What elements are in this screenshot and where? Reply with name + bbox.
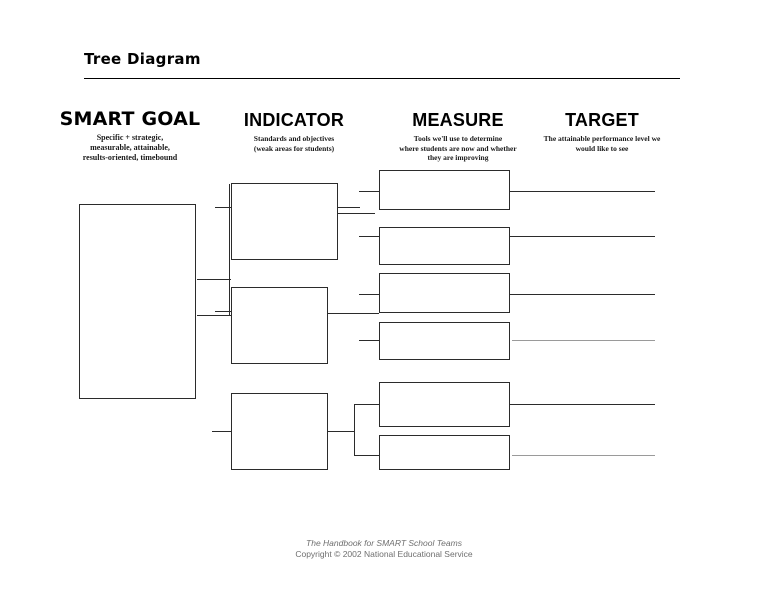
column-title-target: TARGET <box>565 110 639 130</box>
indicator-box-3[interactable] <box>231 393 328 470</box>
indicator-box-2[interactable] <box>231 287 328 364</box>
connector-goal-trunk <box>197 315 231 317</box>
column-header-target: TARGET The attainable performance level … <box>520 110 684 153</box>
column-header-indicator: INDICATOR Standards and objectives (weak… <box>214 110 374 153</box>
column-subtitle-target: The attainable performance level we woul… <box>543 134 661 153</box>
page-title: Tree Diagram <box>84 50 201 68</box>
indicator-box-1[interactable] <box>231 183 338 260</box>
column-subtitle-smart-goal: Specific + strategic, measurable, attain… <box>82 133 178 162</box>
connector-indicator-1-out-lower <box>338 213 375 215</box>
footer-source-title: The Handbook for SMART School Teams <box>306 538 462 548</box>
connector-goal-vertical <box>229 184 231 315</box>
connector-indicator-2-out <box>328 313 379 315</box>
measure-box-2[interactable] <box>379 227 510 265</box>
smart-goal-box[interactable] <box>79 204 196 399</box>
column-header-smart-goal: SMART GOAL Specific + strategic, measura… <box>50 108 210 163</box>
footer-copyright: Copyright © 2002 National Educational Se… <box>295 549 473 559</box>
title-divider <box>84 78 680 79</box>
connector-indicator-1-to-measure-2 <box>359 236 379 238</box>
target-line-5[interactable] <box>510 404 655 406</box>
target-line-6[interactable] <box>512 455 655 457</box>
connector-indicator-3-bracket <box>354 404 356 456</box>
measure-box-1[interactable] <box>379 170 510 210</box>
connector-indicator-3-to-measure-5 <box>354 404 379 406</box>
target-line-1[interactable] <box>510 191 655 193</box>
column-title-indicator: INDICATOR <box>243 110 345 130</box>
column-title-smart-goal: SMART GOAL <box>59 108 201 130</box>
connector-indicator-1-to-measure-1 <box>359 191 379 193</box>
measure-box-4[interactable] <box>379 322 510 360</box>
target-line-2[interactable] <box>510 236 655 238</box>
target-line-4[interactable] <box>512 340 655 342</box>
target-line-3[interactable] <box>510 294 655 296</box>
connector-indicator-3-out <box>328 431 355 433</box>
column-subtitle-measure: Tools we'll use to determine where stude… <box>399 134 517 162</box>
column-title-measure: MEASURE <box>412 110 504 130</box>
measure-box-6[interactable] <box>379 435 510 470</box>
connector-indicator-2-to-measure-4 <box>359 340 379 342</box>
column-header-measure: MEASURE Tools we'll use to determine whe… <box>372 110 544 163</box>
measure-box-5[interactable] <box>379 382 510 427</box>
column-subtitle-indicator: Standards and objectives (weak areas for… <box>253 134 335 153</box>
connector-indicator-2-to-measure-3 <box>359 294 379 296</box>
connector-goal-to-indicator-1 <box>215 207 233 209</box>
connector-goal-to-indicator-3 <box>212 431 233 433</box>
connector-goal-stub-upper <box>197 279 231 281</box>
connector-indicator-3-to-measure-6 <box>354 455 379 457</box>
measure-box-3[interactable] <box>379 273 510 313</box>
connector-indicator-1-out-upper <box>338 207 360 209</box>
connector-goal-to-indicator-2 <box>215 311 233 313</box>
